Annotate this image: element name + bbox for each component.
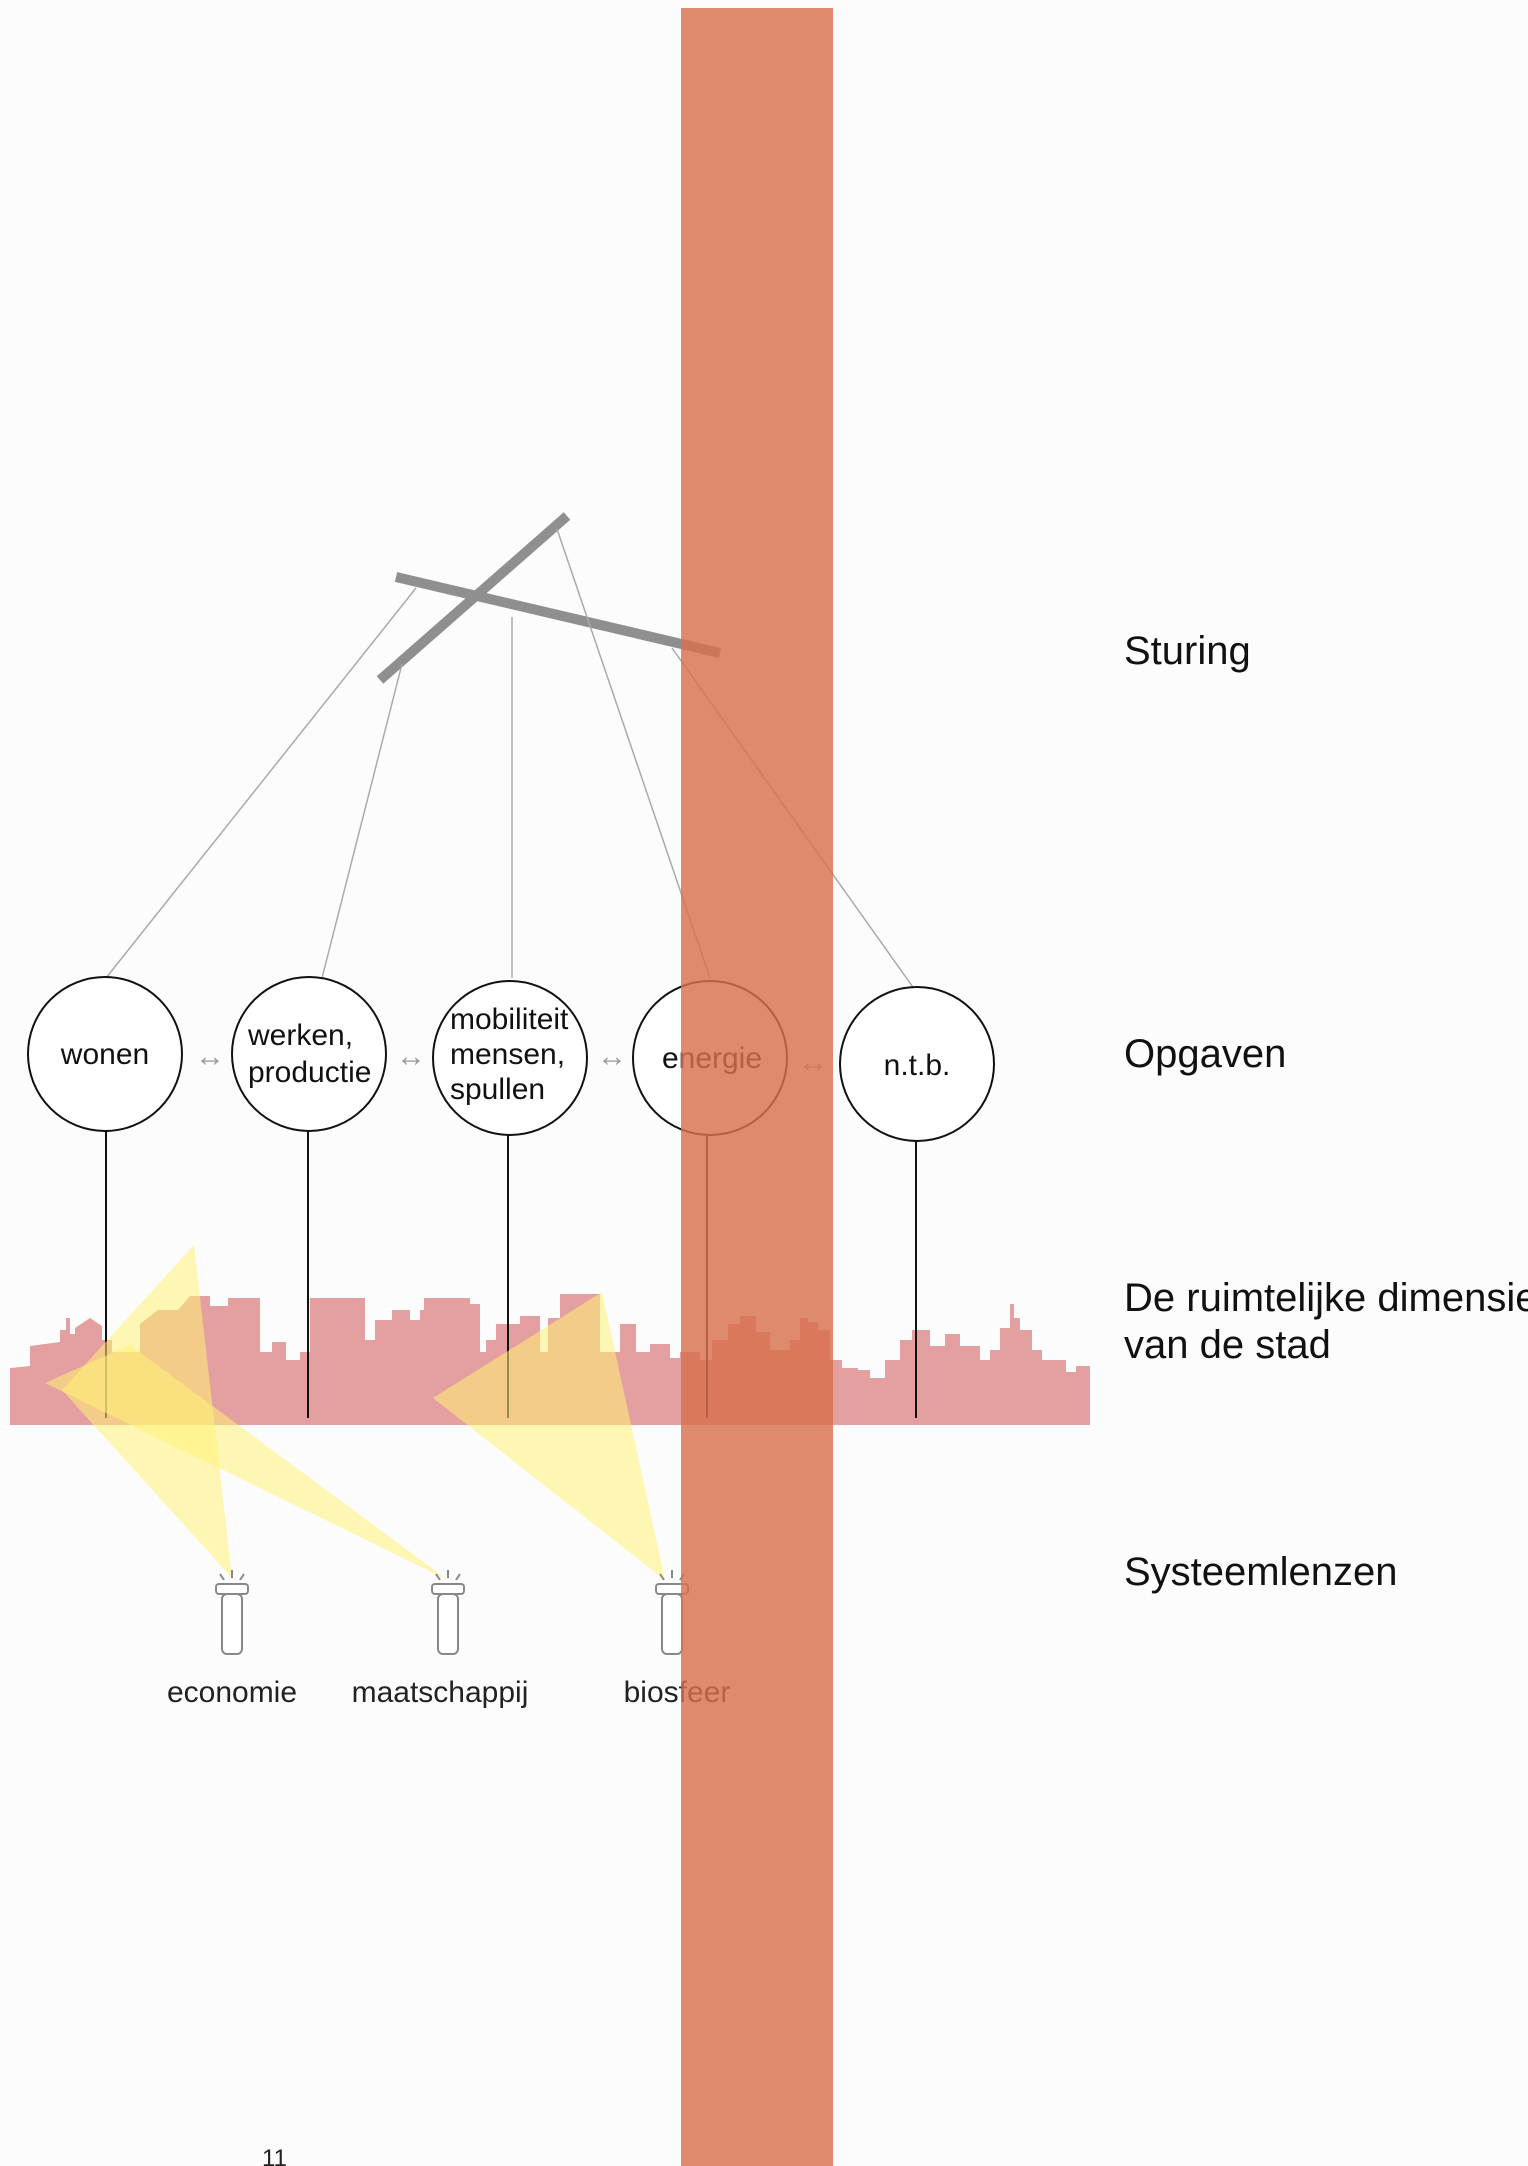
mobile-string-wonen [105,587,417,979]
layer-label-sturing: Sturing [1124,629,1251,673]
opgave-label: spullen [450,1073,545,1106]
connector-arrow: ↔ [597,1040,627,1073]
opgave-label: mobiliteit [450,1003,569,1036]
lens-label-maatschappij: maatschappij [352,1676,529,1709]
layer-label-ruimte: De ruimtelijke dimensie [1124,1276,1528,1320]
layer-label-ruimte-line2: van de stad [1124,1323,1331,1367]
mobile-structure [105,512,916,991]
layer-label-opgaven: Opgaven [1124,1032,1286,1076]
opgaven-row: wonen werken, productie mobiliteit mense… [27,976,995,1142]
beam-maatschappij [45,1345,448,1580]
light-beams [45,1245,665,1580]
lens-label-economie: economie [167,1676,297,1709]
opgave-label: mensen, [450,1038,565,1071]
layer-label-systeemlenzen: Systeemlenzen [1124,1550,1397,1594]
opgave-werken-productie: werken, productie [231,976,387,1132]
vertical-band [681,8,833,2166]
page-number: 11 [262,2145,287,2166]
mobile-bar-1 [394,572,722,658]
opgave-label: n.t.b. [884,1049,951,1082]
opgave-label: wonen [60,1038,149,1071]
opgave-label: werken, [247,1019,353,1052]
mobile-bar-2 [376,512,571,684]
opgave-label: productie [248,1056,371,1089]
flashlight-icon [215,1570,249,1655]
flashlight-icon [431,1570,465,1655]
opgave-wonen: wonen [27,976,183,1132]
opgave-mobiliteit: mobiliteit mensen, spullen [432,980,588,1136]
connector-arrow: ↔ [396,1040,426,1073]
connector-arrow: ↔ [195,1040,225,1073]
opgave-ntb: n.t.b. [839,986,995,1142]
mobile-string-werken [321,663,403,979]
beam-biosfeer [433,1292,665,1580]
